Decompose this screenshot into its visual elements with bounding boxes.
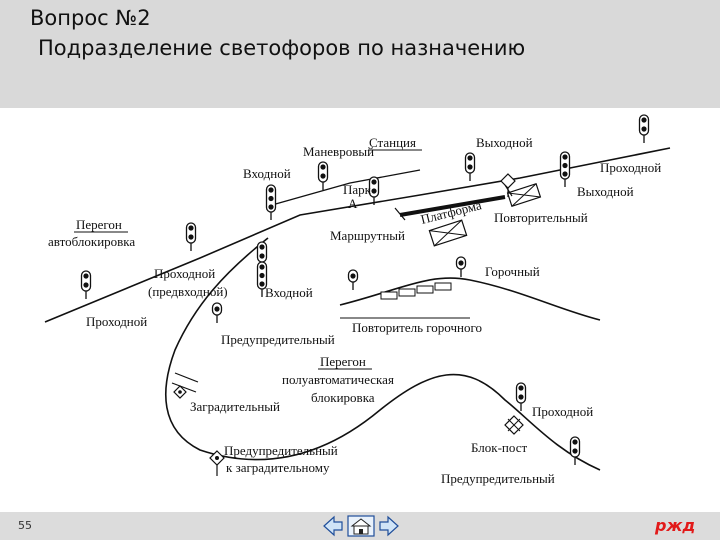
signal-diagram: Маневровый Станция Выходной Проходной Вх… xyxy=(44,114,671,486)
signal-vykhodnoy-top xyxy=(464,152,476,182)
main-track xyxy=(44,147,671,323)
label-povtoritelny: Повторительный xyxy=(494,210,588,225)
label-prokhodnoy-predvkhodnoy-1: Проходной xyxy=(154,266,215,281)
signal-predupr-k-zagr xyxy=(209,450,225,476)
label-predupr-k-zagr-1: Предупредительный xyxy=(224,443,338,458)
signal-predupreditelny-bottom xyxy=(569,436,581,466)
label-predupreditelny-1: Предупредительный xyxy=(221,332,335,347)
slide-header: Вопрос №2 Подразделение светофоров по на… xyxy=(0,0,720,108)
wagon xyxy=(398,288,416,297)
signal-prokhodnoy-bottom xyxy=(515,382,527,412)
label-avtoblokirovka: автоблокировка xyxy=(48,234,135,249)
platform-building xyxy=(428,219,468,247)
prev-arrow-icon[interactable] xyxy=(323,515,343,537)
signal-avtoblok xyxy=(185,222,197,252)
label-peregon-pab-3: блокировка xyxy=(311,390,375,405)
signal-vkhodnoy-top xyxy=(265,184,277,221)
branch-track xyxy=(165,237,601,471)
label-stantsiya: Станция xyxy=(369,135,416,150)
signal-prokhodnoy-top xyxy=(638,114,650,144)
slide-footer: 55 ржд xyxy=(0,512,720,540)
label-park: Парк xyxy=(343,182,372,197)
signal-gorochny xyxy=(455,256,467,278)
signal-manevrovy xyxy=(317,161,329,191)
nav-controls xyxy=(323,515,399,537)
label-predupr-k-zagr-2: к заградительному xyxy=(226,460,330,475)
label-park-a: А xyxy=(348,196,358,211)
label-predupreditelny-bottom: Предупредительный xyxy=(441,471,555,486)
station-track-upper xyxy=(271,169,421,206)
label-zagraditelny: Заградительный xyxy=(190,399,280,414)
label-prokhodnoy-top: Проходной xyxy=(600,160,661,175)
slide-title-question: Вопрос №2 xyxy=(30,6,151,30)
wagon xyxy=(380,291,398,300)
label-peregon-pab-2: полуавтоматическая xyxy=(282,372,394,387)
label-peregon-pab-1: Перегон xyxy=(320,354,366,369)
label-prokhodnoy-bottom: Проходной xyxy=(532,404,593,419)
signal-vykhodnoy-right xyxy=(559,151,571,188)
crossing-mark xyxy=(171,372,199,393)
page-number: 55 xyxy=(18,519,32,532)
home-icon[interactable] xyxy=(347,515,375,537)
label-povtoritel-gorochnogo: Повторитель горочного xyxy=(352,320,482,335)
label-peregon-avto: Перегон xyxy=(76,217,122,232)
label-prokhodnoy-left: Проходной xyxy=(86,314,147,329)
signal-zagraditelny xyxy=(173,385,187,399)
signal-prokhodnoy-left xyxy=(80,270,92,300)
block-post-diamond xyxy=(504,415,524,435)
next-arrow-icon[interactable] xyxy=(379,515,399,537)
label-manevrovy: Маневровый xyxy=(303,144,374,159)
label-prokhodnoy-predvkhodnoy-2: (предвходной) xyxy=(148,284,228,299)
label-platforma: Платформа xyxy=(419,197,483,227)
label-vykhodnoy-top: Выходной xyxy=(476,135,533,150)
label-gorochny: Горочный xyxy=(485,264,540,279)
label-vkhodnoy-top: Входной xyxy=(243,166,291,181)
wagon xyxy=(434,282,452,291)
label-blok-post: Блок-пост xyxy=(471,440,527,455)
label-marshrutny: Маршрутный xyxy=(330,228,405,243)
label-vykhodnoy-right: Выходной xyxy=(577,184,634,199)
signal-povtoritelny xyxy=(500,173,516,197)
slide-title-topic: Подразделение светофоров по назначению xyxy=(38,36,526,60)
rzd-logo: ржд xyxy=(655,516,696,535)
label-vkhodnoy-mid: Входной xyxy=(265,285,313,300)
platform-line xyxy=(399,195,506,217)
signal-povtoritel-gorochnogo xyxy=(347,269,359,291)
signal-predupreditelny-1 xyxy=(211,302,223,324)
hump-track xyxy=(339,277,601,321)
wagon xyxy=(416,285,434,294)
station-building xyxy=(506,182,542,208)
